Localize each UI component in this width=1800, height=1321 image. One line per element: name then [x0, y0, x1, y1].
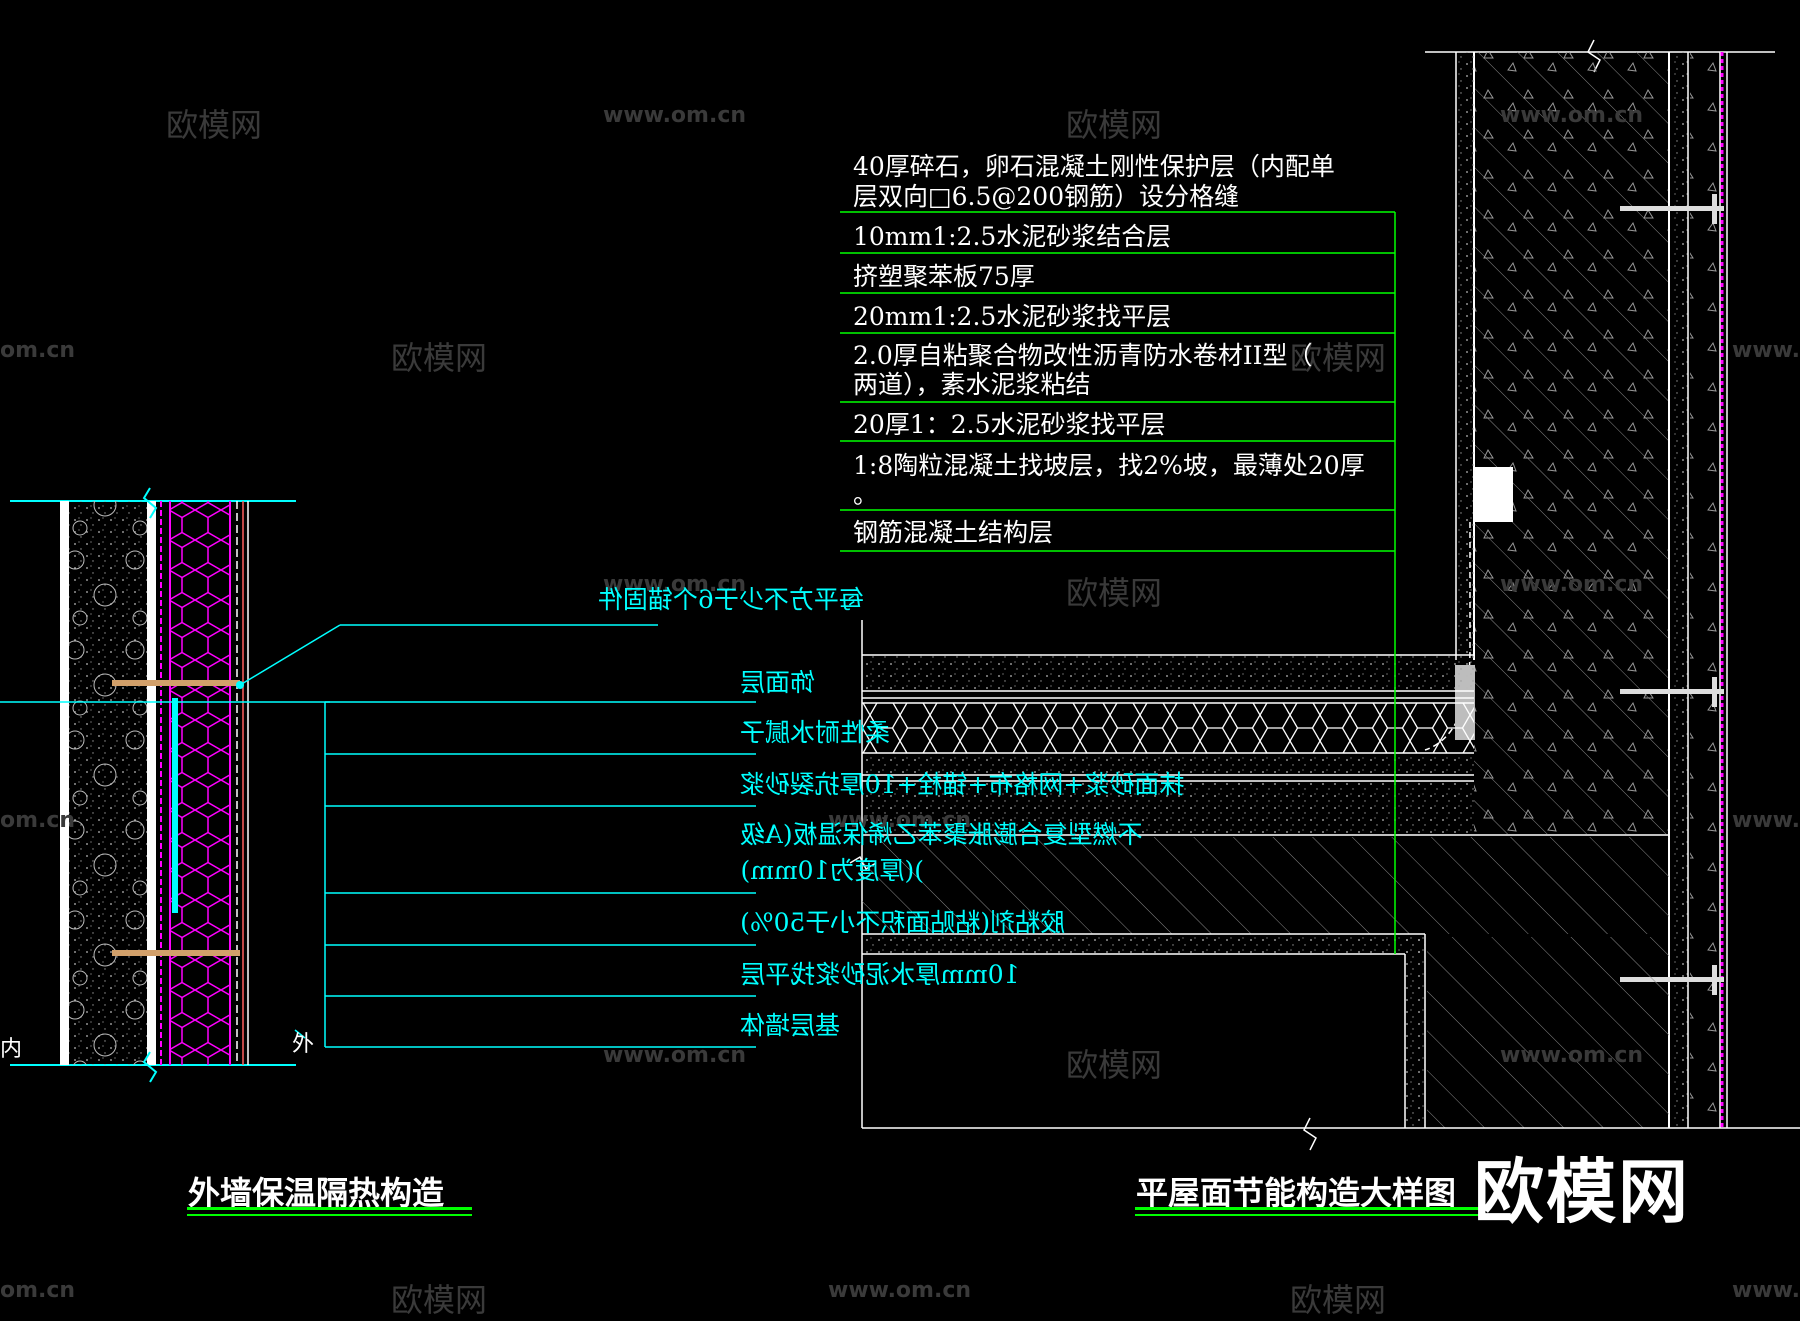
wall-layer-label: 不燃型复合膨胀聚苯乙烯保温板(A级 [740, 820, 1143, 849]
title-underline [1135, 1214, 1487, 1216]
roof-layer-label: 层双向□6.5@200钢筋）设分格缝 [853, 182, 1240, 211]
roof-layer-label: 20厚1：2.5水泥砂浆找平层 [853, 410, 1166, 439]
roof-layer-label: 20mm1:2.5水泥砂浆找平层 [853, 302, 1172, 331]
anchor-note: 每平方不少于6个锚固件 [598, 585, 864, 614]
roof-layer-label: 两道），素水泥浆粘结 [853, 370, 1091, 399]
brand-logo: 欧模网 [1474, 1151, 1690, 1233]
watermark-brand: 欧模网 [1066, 1046, 1163, 1084]
roof-layer-label: 钢筋混凝土结构层 [853, 518, 1054, 547]
watermark-url: om.cn [0, 808, 76, 833]
watermark-url: www.om.cn [828, 808, 972, 833]
wall-detail-title: 外墙保温隔热构造 [188, 1174, 445, 1212]
watermark-url: om.cn [0, 338, 76, 363]
outer-side-label: 外 [292, 1032, 315, 1057]
roof-layer-label: 2.0厚自粘聚合物改性沥青防水卷材II型（ [853, 341, 1313, 370]
watermark-url: www.om.cn [1500, 1043, 1644, 1068]
wall-layer-label: )(厚度为10mm) [740, 856, 924, 885]
watermark-url: www.om.cn [828, 1278, 972, 1303]
wall-layer-label: 胶粘剂(粘贴面积不小于50%) [740, 908, 1066, 937]
inner-side-label: 内 [0, 1037, 23, 1062]
watermark-url: www.om.cn [603, 572, 747, 597]
roof-layer-label: 10mm1:2.5水泥砂浆结合层 [853, 222, 1172, 251]
watermark-url: www.om.cn [1500, 572, 1644, 597]
watermark-url: www.om.cn [603, 1043, 747, 1068]
watermark-brand: 欧模网 [1290, 1281, 1387, 1319]
roof-layer-label: 挤塑聚苯板75厚 [853, 262, 1035, 291]
roof-layer-label: 。 [853, 480, 879, 509]
roof-section [840, 39, 1800, 1151]
watermark-url: www.o [1732, 338, 1800, 363]
roof-layer-label: 1:8陶粒混凝土找坡层，找2%坡，最薄处20厚 [853, 451, 1365, 480]
roof-layer-label: 40厚碎石，卵石混凝土刚性保护层（内配单 [853, 152, 1335, 181]
title-underline [187, 1207, 472, 1210]
watermark-url: www.o [1732, 1278, 1800, 1303]
watermark-url: www.om.cn [1500, 103, 1644, 128]
roof-detail-title: 平屋面节能构造大样图 [1136, 1174, 1457, 1212]
title-underline [187, 1214, 472, 1216]
title-underline [1135, 1207, 1487, 1210]
watermark-url: om.cn [0, 1278, 76, 1303]
wall-section [0, 487, 756, 1083]
wall-layer-label: 饰面层 [740, 668, 816, 697]
watermark-brand: 欧模网 [166, 106, 263, 144]
watermark-url: www.o [1732, 808, 1800, 833]
watermark-brand: 欧模网 [1066, 574, 1163, 612]
wall-layer-label: 10mm厚水泥砂浆找平层 [740, 960, 1020, 989]
watermark-brand: 欧模网 [1066, 106, 1163, 144]
wall-layer-label: 基层墙体 [740, 1011, 841, 1040]
watermark-url: www.om.cn [603, 103, 747, 128]
wall-layer-label: 柔性耐水腻子 [740, 718, 891, 747]
watermark-brand: 欧模网 [1290, 339, 1387, 377]
wall-layer-label: 抹面砂浆+网格布+锚栓+10厚抗裂砂浆 [740, 770, 1185, 799]
watermark-brand: 欧模网 [391, 339, 488, 377]
watermark-brand: 欧模网 [391, 1281, 488, 1319]
